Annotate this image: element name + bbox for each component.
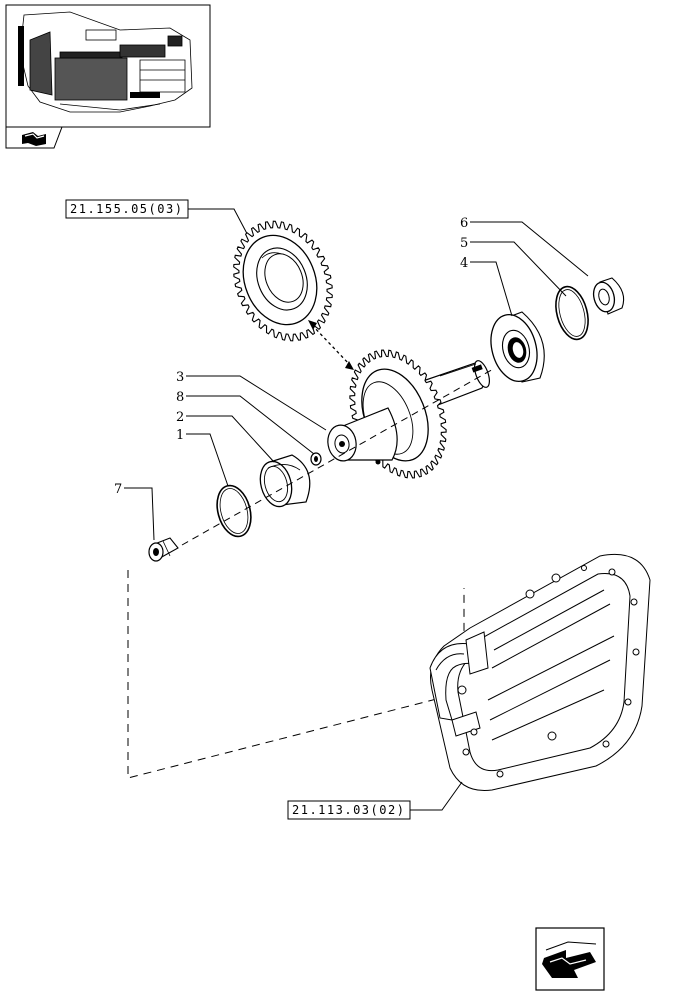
assembly-thumbnail[interactable] [5,4,211,149]
part-4-bearing [490,311,545,383]
reference-label-bottom: 21.113.03(02) [292,803,405,817]
callout-6: 6 [460,216,468,231]
mounting-dash-outline [127,570,465,779]
part-7-plug [148,537,179,562]
callout-4: 4 [460,256,468,271]
housing-cover [429,553,651,792]
part-1-snap-ring [216,484,252,538]
book-arrow-icon[interactable] [22,132,46,146]
next-page-arrow-icon[interactable] [535,927,605,991]
engagement-arrow [308,320,354,370]
part-6-nut [592,277,625,315]
reference-label-top: 21.155.05(03) [70,202,183,216]
callout-1: 1 [176,428,184,443]
callout-2: 2 [176,410,184,425]
part-5-snap-ring [555,285,589,341]
leader-lines [124,221,589,541]
part-2-sleeve [259,454,311,508]
callout-numbers: 6 5 4 3 8 2 1 7 [114,216,468,497]
reference-box-bottom[interactable]: 21.113.03(02) [287,800,411,820]
callout-3: 3 [176,370,184,385]
callout-7: 7 [114,482,122,497]
part-8-bushing [310,452,322,466]
callout-5: 5 [460,236,468,251]
upper-gear [233,220,333,342]
gear-shaft [327,349,490,479]
reference-box-top[interactable]: 21.155.05(03) [65,199,189,219]
callout-8: 8 [176,390,184,405]
